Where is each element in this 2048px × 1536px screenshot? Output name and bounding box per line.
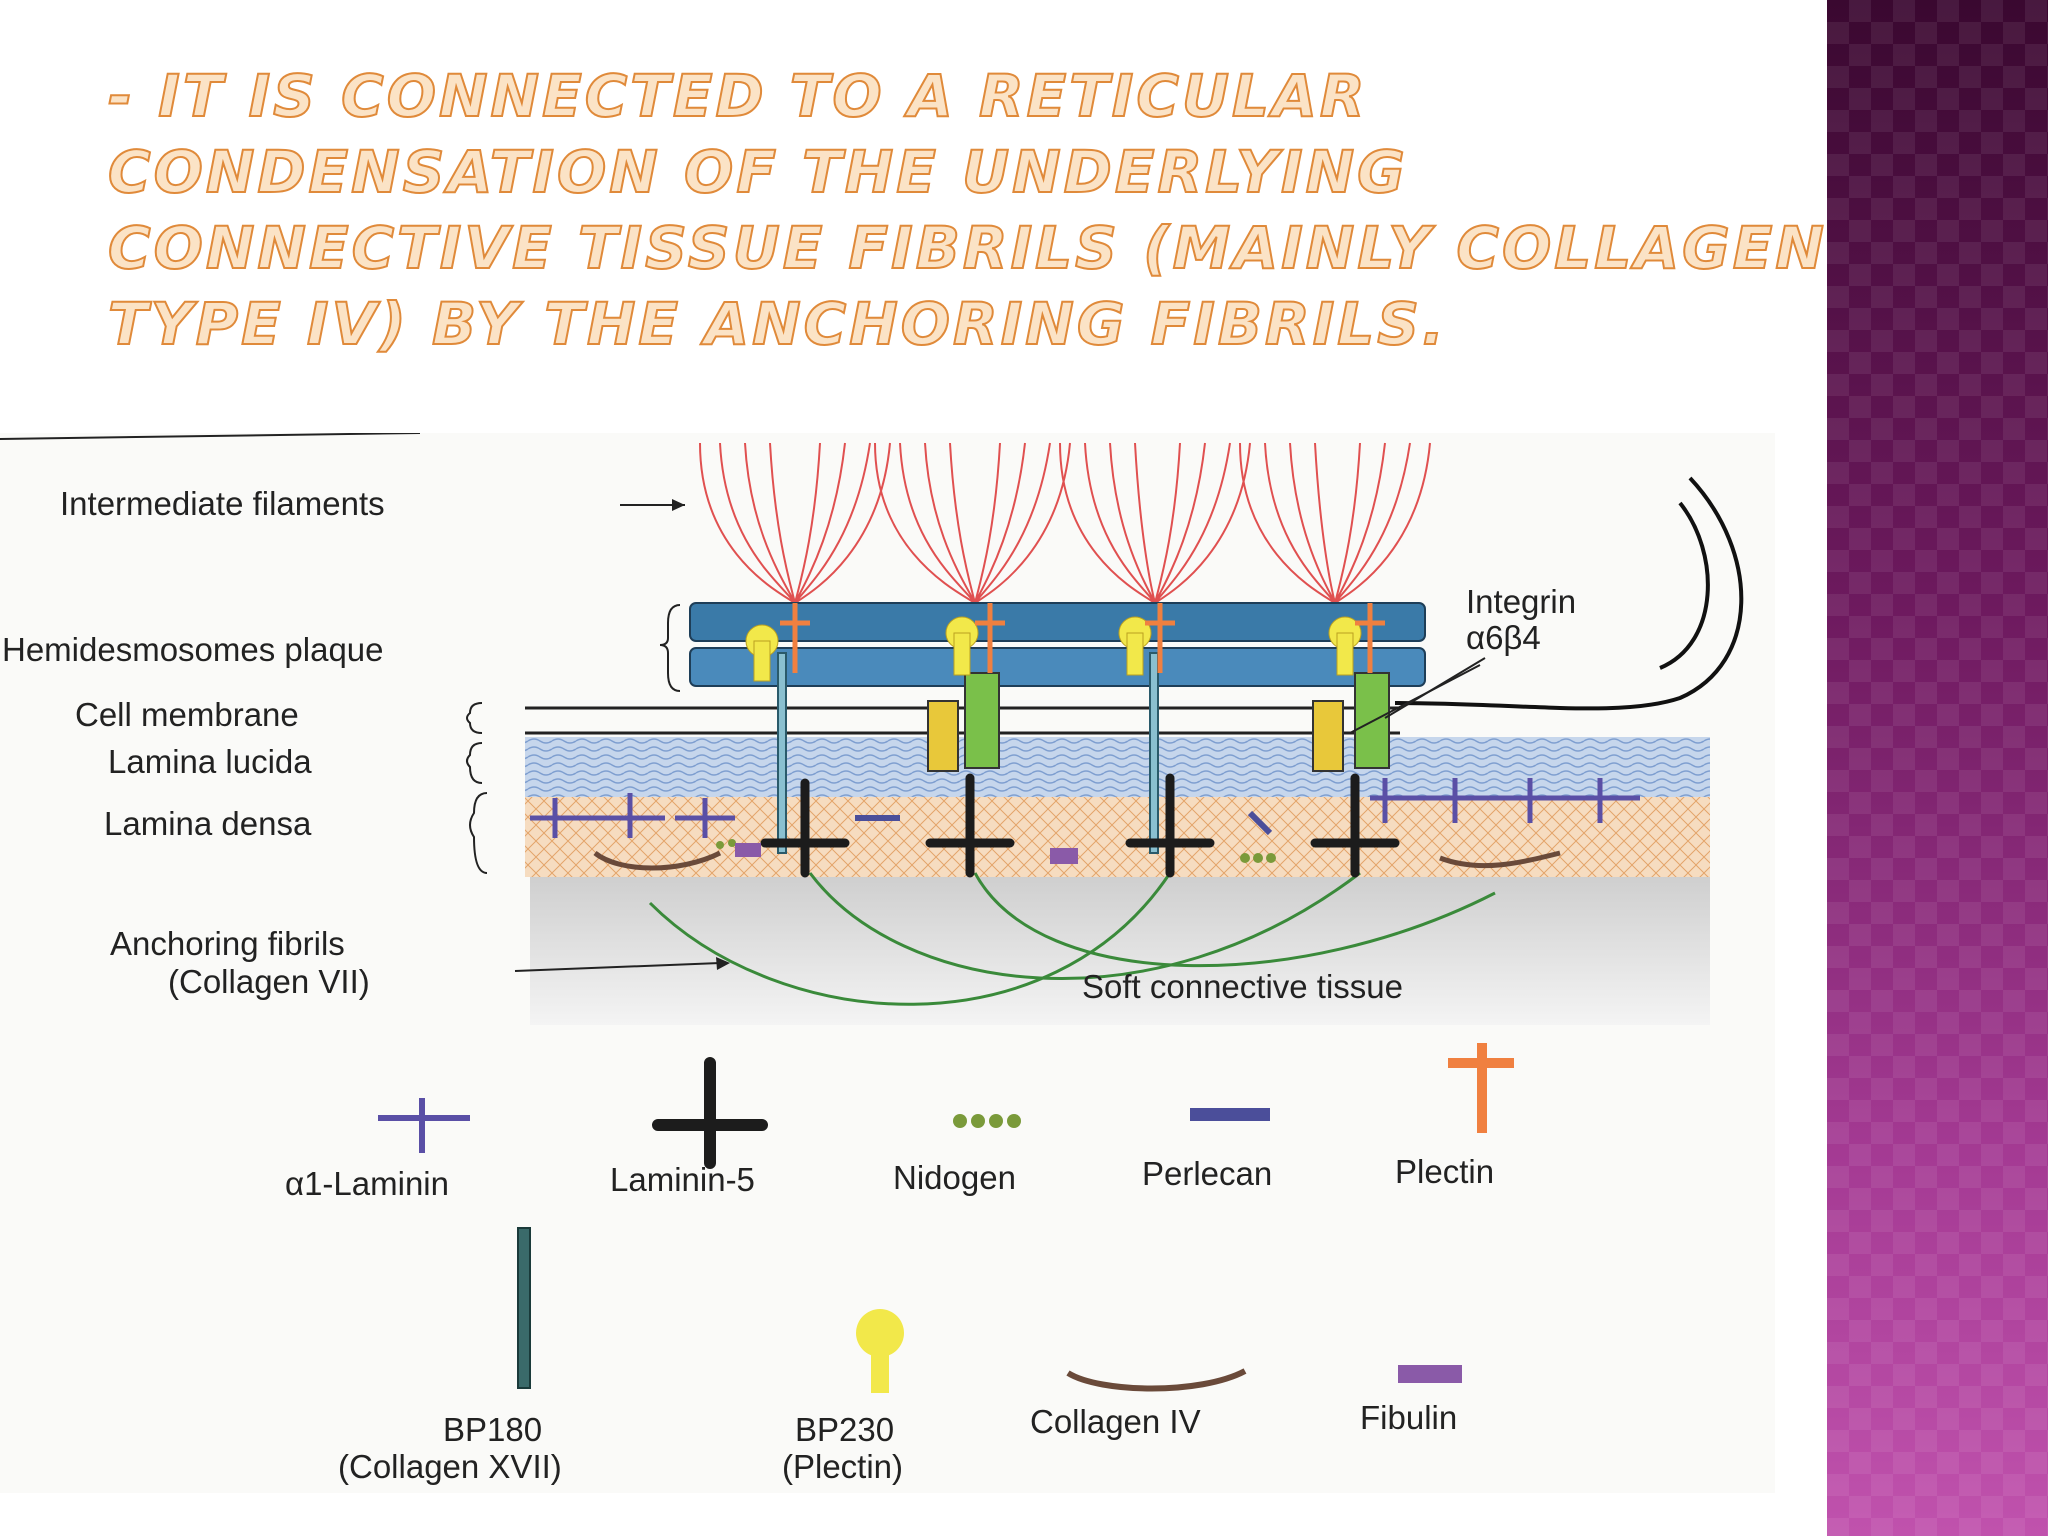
decorative-side-band	[1827, 0, 2048, 1536]
legend-label-nidogen: Nidogen	[893, 1159, 1016, 1196]
perlecan-marks	[855, 810, 1273, 836]
a1-laminin-crosses	[530, 778, 1640, 838]
legend-label-fibulin: Fibulin	[1360, 1399, 1457, 1436]
label-anchoring-fibrils-collagen: (Collagen VII)	[168, 963, 370, 1000]
title-line-2: condensation of the underlying	[107, 137, 1408, 207]
legend-a1-laminin-icon	[378, 1098, 470, 1153]
title-line-4: type IV) by the anchoring fibrils.	[107, 289, 1448, 359]
legend-label-plectin: Plectin	[1395, 1153, 1494, 1190]
label-intermediate-filaments: Intermediate filaments	[60, 485, 385, 522]
brace-hemidesmosomes	[659, 604, 681, 692]
brace-cell-membrane	[466, 702, 483, 734]
basement-membrane-diagram: Intermediate filaments Hemidesmosomes pl…	[0, 433, 1775, 1493]
label-integrin-subunits: α6β4	[1466, 619, 1541, 656]
title-line-3: connective tissue fibrils (mainly collag…	[107, 213, 1827, 283]
cell-outline-inner	[1659, 501, 1710, 670]
arrow-anchoring-fibrils	[514, 962, 721, 972]
label-integrin: Integrin	[1466, 583, 1576, 620]
legend-label-laminin-5: Laminin-5	[610, 1161, 755, 1198]
label-hemidesmosomes-plaque: Hemidesmosomes plaque	[2, 631, 384, 668]
collagen-iv-squiggles	[593, 850, 1561, 871]
lamina-lucida-waves	[525, 737, 1710, 797]
arrowhead-intermediate-filaments	[672, 499, 685, 511]
hemidesmosome-plaque-lower	[689, 647, 1426, 687]
legend-perlecan-icon	[1190, 1108, 1270, 1121]
legend-label-bp230-sub: (Plectin)	[782, 1448, 903, 1485]
legend-fibulin-icon	[1398, 1365, 1462, 1383]
legend-nidogen-icon	[953, 1114, 1021, 1128]
legend-label-a1-laminin: α1-Laminin	[285, 1165, 449, 1202]
slide-title: - It is connected to a reticular condens…	[107, 58, 1827, 362]
cell-outline-outer	[1394, 476, 1744, 711]
anchoring-fibrils	[648, 871, 1496, 1006]
legend-collagen-iv-icon	[1066, 1368, 1247, 1392]
label-soft-connective-tissue: Soft connective tissue	[1082, 968, 1403, 1005]
bp230-bulbs	[745, 616, 1362, 682]
label-lamina-densa: Lamina densa	[104, 805, 312, 842]
nidogen-marks	[716, 839, 1276, 863]
brace-lamina-lucida	[466, 742, 483, 784]
legend-label-perlecan: Perlecan	[1142, 1155, 1272, 1192]
legend-laminin-5-icon	[652, 1057, 768, 1169]
legend-label-bp180-sub: (Collagen XVII)	[338, 1448, 562, 1485]
soft-connective-tissue-layer	[530, 877, 1710, 1025]
legend-bp230-icon	[856, 1309, 904, 1393]
figure-top-edge	[0, 433, 421, 440]
bp180-strands	[777, 652, 1159, 854]
legend-label-collagen-iv: Collagen IV	[1030, 1403, 1201, 1440]
label-lamina-lucida: Lamina lucida	[108, 743, 312, 780]
legend-plectin-icon	[1448, 1043, 1514, 1133]
plectin-markers	[780, 603, 1385, 673]
fibulin-marks	[735, 843, 1078, 864]
label-cell-membrane: Cell membrane	[75, 696, 299, 733]
intermediate-filaments	[699, 442, 1431, 604]
hemidesmosome-plaque-upper	[689, 602, 1426, 642]
legend-label-bp230: BP230	[795, 1411, 894, 1448]
label-anchoring-fibrils: Anchoring fibrils	[110, 925, 345, 962]
arrow-integrin-2	[1349, 664, 1481, 734]
legend-bp180-icon	[517, 1227, 531, 1389]
arrowhead-anchoring-fibrils	[716, 957, 730, 970]
legend-label-bp180: BP180	[443, 1411, 542, 1448]
laminin-5-crosses	[760, 773, 1400, 878]
side-band-pattern	[1827, 0, 2048, 1536]
title-line-1: - It is connected to a reticular	[107, 61, 1368, 131]
brace-lamina-densa	[469, 792, 488, 874]
